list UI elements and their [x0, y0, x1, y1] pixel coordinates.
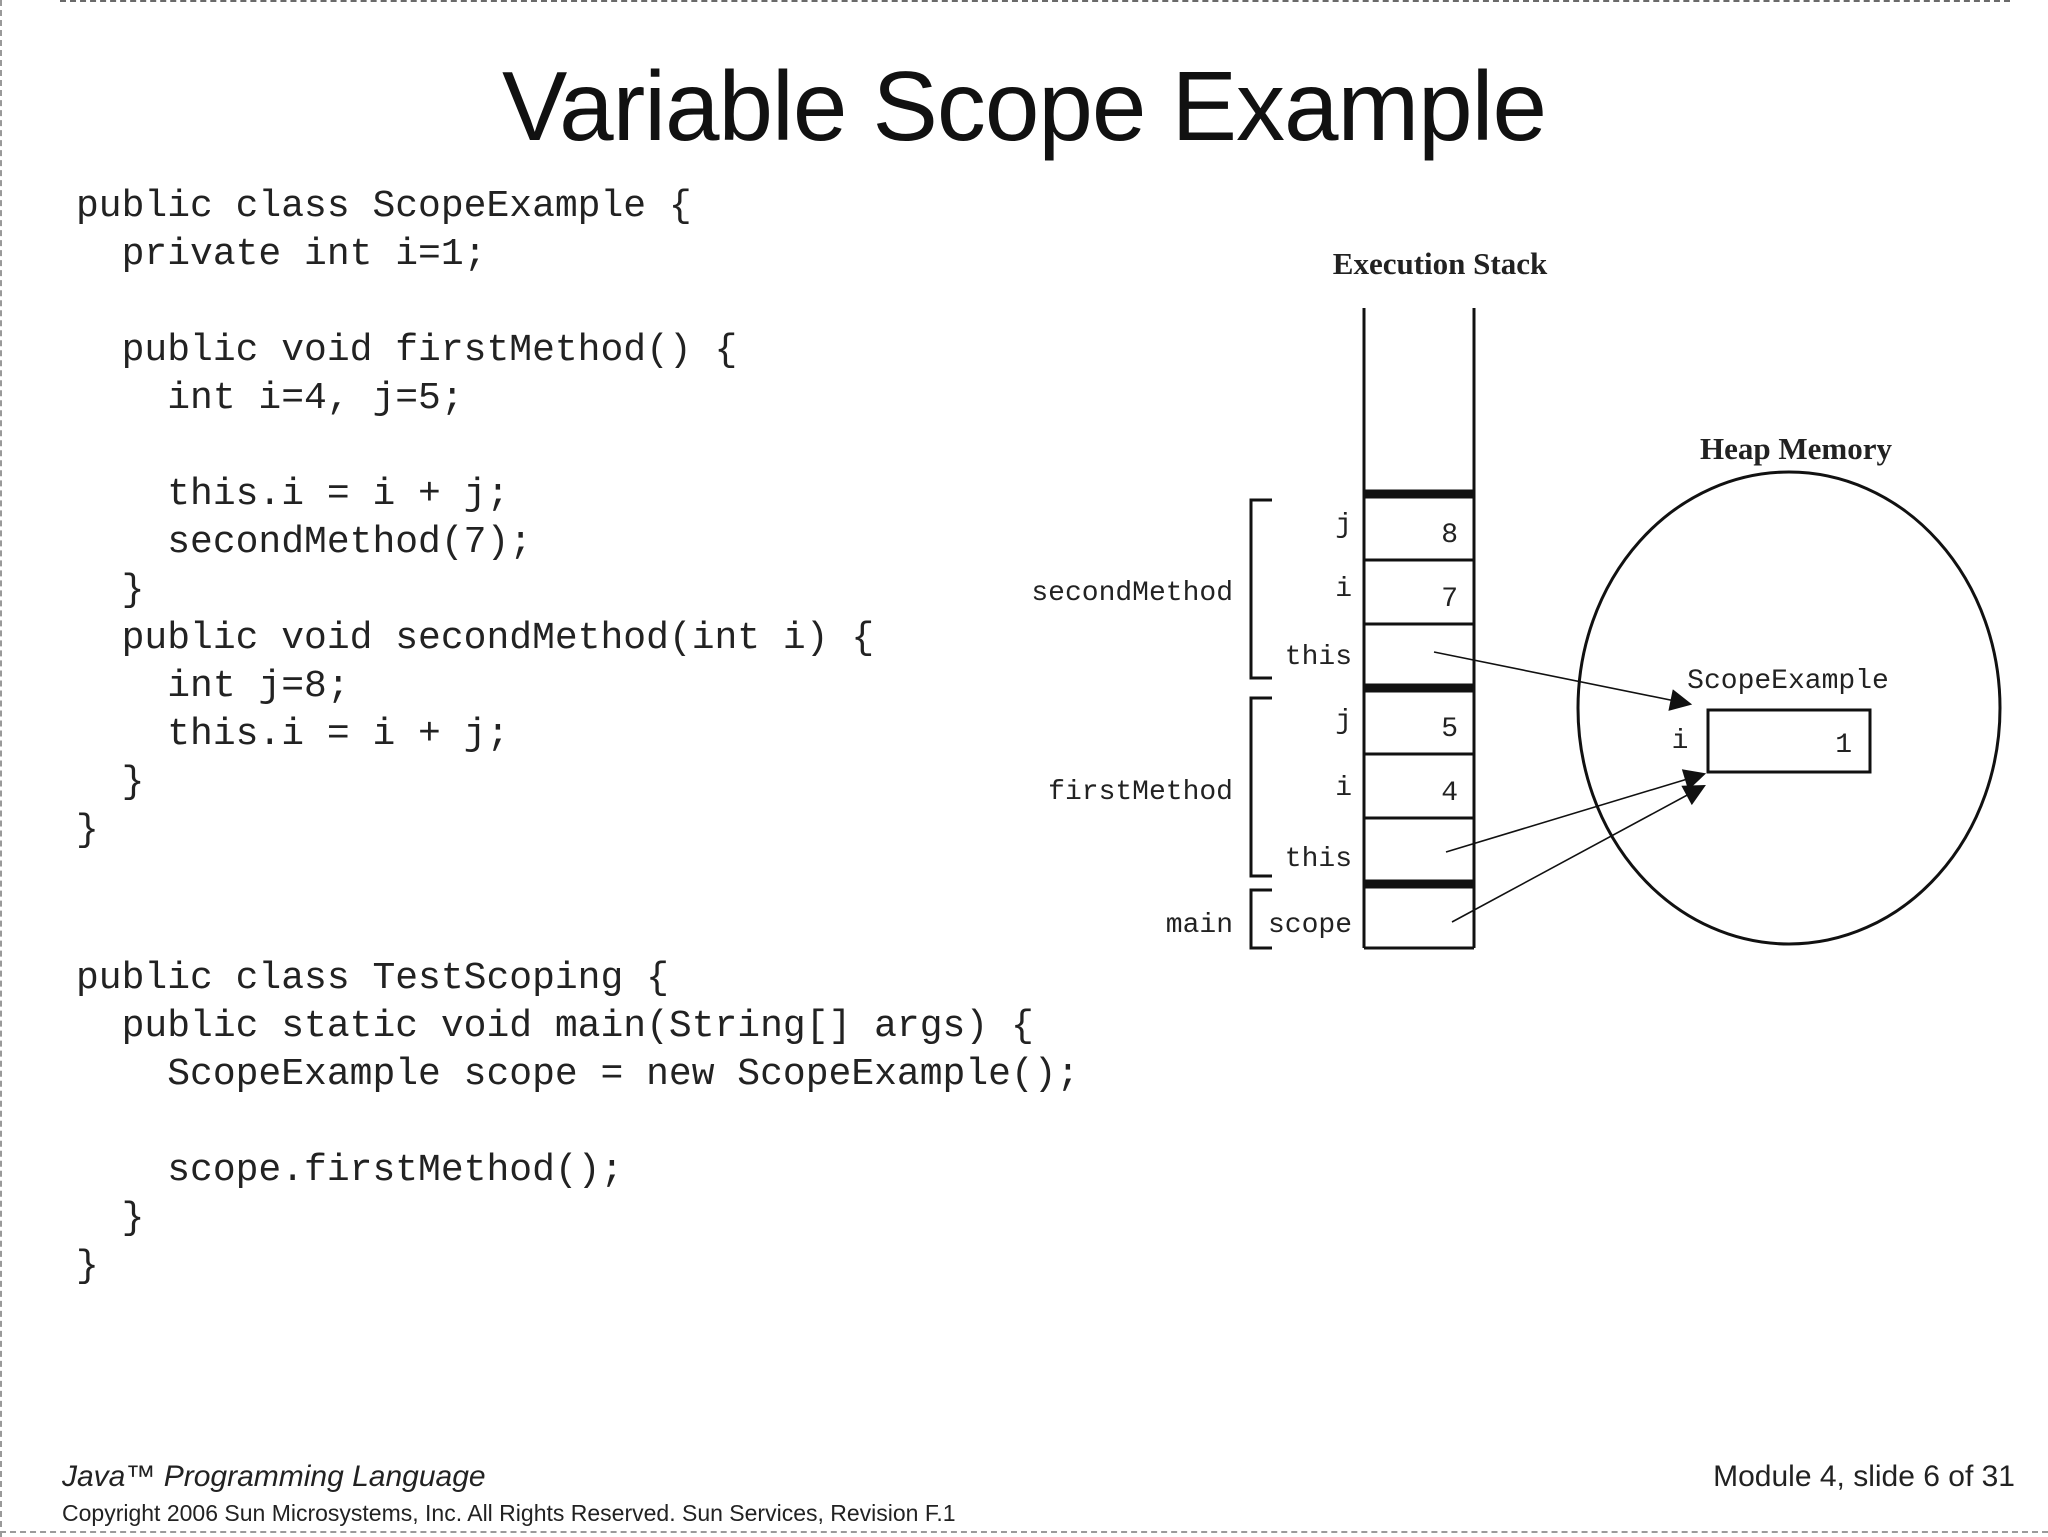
reference-arrow-first-this [1445, 769, 1707, 853]
frame-bracket-first-method [1249, 696, 1272, 878]
left-border [0, 0, 2, 1537]
slot-value: 5 [1441, 714, 1458, 745]
heap-object-field-value: 1 [1835, 730, 1852, 761]
code-line: public void firstMethod() { [76, 329, 738, 372]
code-line: ScopeExample scope = new ScopeExample(); [76, 1053, 1080, 1096]
frame-bracket-main [1249, 888, 1272, 950]
slot-label-i: i [1335, 574, 1352, 605]
heap-object-class-name: ScopeExample [1687, 666, 1889, 697]
code-line: } [76, 809, 99, 852]
slot-label-j: j [1335, 510, 1352, 541]
bottom-border [0, 1531, 2048, 1533]
slot-value: 7 [1441, 584, 1458, 615]
slot-label-this: this [1285, 844, 1352, 875]
code-line: scope.firstMethod(); [76, 1149, 624, 1192]
reference-arrow-main-scope [1451, 784, 1706, 923]
code-line: public class TestScoping { [76, 957, 669, 1000]
code-line: this.i = i + j; [76, 713, 510, 756]
code-line: } [76, 1197, 145, 1240]
frame-bracket-second-method [1249, 498, 1272, 680]
code-line: int i=4, j=5; [76, 377, 464, 420]
scope-example-code: public class ScopeExample { private int … [76, 183, 874, 855]
frame-name-first-method: firstMethod [1048, 777, 1233, 808]
code-line: public static void main(String[] args) { [76, 1005, 1034, 1048]
heap-memory-boundary [1576, 470, 2002, 946]
slot-value: 4 [1441, 778, 1458, 809]
reference-arrow-second-this [1433, 651, 1693, 711]
test-scoping-code: public class TestScoping { public static… [76, 955, 1079, 1291]
code-line: } [76, 761, 145, 804]
code-line: this.i = i + j; [76, 473, 510, 516]
execution-stack-title: Execution Stack [1333, 246, 1548, 281]
code-line: public void secondMethod(int i) { [76, 617, 875, 660]
frame-name-main: main [1166, 910, 1233, 941]
code-line: secondMethod(7); [76, 521, 533, 564]
code-line: } [76, 1245, 99, 1288]
slot-label-scope: scope [1268, 910, 1352, 941]
frame-name-second-method: secondMethod [1031, 578, 1233, 609]
slot-label-i: i [1335, 773, 1352, 804]
code-line: } [76, 569, 145, 612]
slot-label-j: j [1335, 706, 1352, 737]
heap-memory-title: Heap Memory [1700, 431, 1892, 466]
execution-stack [1362, 308, 1476, 950]
slide-title: Variable Scope Example [502, 51, 1547, 161]
slot-label-this: this [1285, 642, 1352, 673]
footer-copyright: Copyright 2006 Sun Microsystems, Inc. Al… [62, 1500, 956, 1526]
code-line: public class ScopeExample { [76, 185, 692, 228]
footer-course-title: Java™ Programming Language [62, 1460, 486, 1493]
footer-slide-number: Module 4, slide 6 of 31 [1713, 1460, 2015, 1493]
code-line: int j=8; [76, 665, 350, 708]
heap-object-box [1706, 708, 1872, 774]
top-border [60, 0, 2010, 2]
heap-object-field-label: i [1672, 726, 1689, 757]
code-line: private int i=1; [76, 233, 487, 276]
slot-value: 8 [1441, 520, 1458, 551]
